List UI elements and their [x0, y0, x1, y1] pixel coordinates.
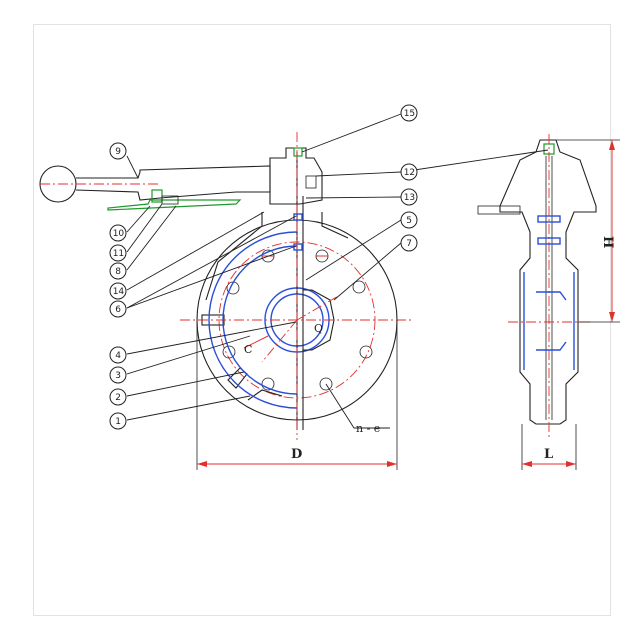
svg-text:5: 5: [406, 216, 412, 226]
svg-text:14: 14: [113, 287, 125, 297]
side-seat: [523, 272, 575, 370]
dim-d-label: D: [291, 447, 302, 462]
part-balloons: 15 9 12 13 5 7 10 11 8 14 6 4 3 2 1: [109, 104, 418, 430]
side-body-outline: [499, 139, 597, 425]
handle-lever: [75, 165, 271, 201]
diagonal-centerline: [296, 294, 341, 321]
balloon-12: 12: [400, 163, 418, 181]
balloon-14: 14: [109, 282, 127, 300]
balloon-11: 11: [109, 244, 127, 262]
svg-text:2: 2: [115, 393, 121, 403]
body-neck-left: [205, 212, 263, 301]
balloon-15: 15: [400, 104, 418, 122]
balloon-1: 1: [109, 412, 127, 430]
dim-n-e-label: n - e: [356, 422, 380, 435]
balloon-8: 8: [109, 262, 127, 280]
balloon-7: 7: [400, 234, 418, 252]
svg-text:12: 12: [404, 168, 415, 178]
svg-text:13: 13: [404, 193, 415, 203]
actuator-housing: [269, 147, 323, 205]
shaft-bushing-upper: [293, 213, 303, 221]
dim-l-label: L: [544, 447, 553, 462]
balloon-2: 2: [109, 388, 127, 406]
seat-liner: [208, 231, 298, 409]
svg-text:8: 8: [115, 267, 121, 277]
front-view: D n - e C Q: [39, 132, 414, 470]
side-bushing-upper: [537, 215, 561, 223]
svg-text:9: 9: [115, 147, 121, 157]
housing-detail: [305, 175, 317, 189]
side-disc: [536, 291, 567, 351]
side-bushing-lower: [537, 237, 561, 245]
balloon-3: 3: [109, 366, 127, 384]
top-nut: [293, 147, 303, 157]
balloon-9: 9: [109, 142, 127, 160]
svg-text:11: 11: [113, 249, 124, 259]
latch-block: [161, 195, 179, 205]
balloon-4: 4: [109, 346, 127, 364]
balloon-5: 5: [400, 211, 418, 229]
balloon-13: 13: [400, 188, 418, 206]
leader-lines: [126, 113, 549, 421]
diagonal-centerline-2: [261, 319, 298, 363]
dim-c-line: [243, 335, 269, 349]
shaft-bushing-lower: [293, 243, 303, 251]
svg-text:3: 3: [115, 371, 121, 381]
balloon-10: 10: [109, 224, 127, 242]
drawing-frame: [33, 24, 611, 616]
svg-text:1: 1: [115, 417, 121, 427]
balloon-6: 6: [109, 300, 127, 318]
svg-text:15: 15: [404, 109, 415, 119]
n-e-leader: [325, 383, 390, 429]
dim-c-label: C: [244, 343, 252, 356]
side-handle-stub: [477, 205, 521, 215]
dim-q-label: Q: [314, 322, 323, 335]
dim-h-label: H: [600, 236, 615, 248]
svg-text:7: 7: [406, 239, 412, 249]
side-view: H L: [477, 134, 620, 470]
svg-text:10: 10: [113, 229, 125, 239]
body-neck-right: [321, 212, 349, 239]
svg-text:6: 6: [115, 305, 121, 315]
svg-text:4: 4: [115, 351, 121, 361]
handle-plate: [107, 199, 242, 211]
